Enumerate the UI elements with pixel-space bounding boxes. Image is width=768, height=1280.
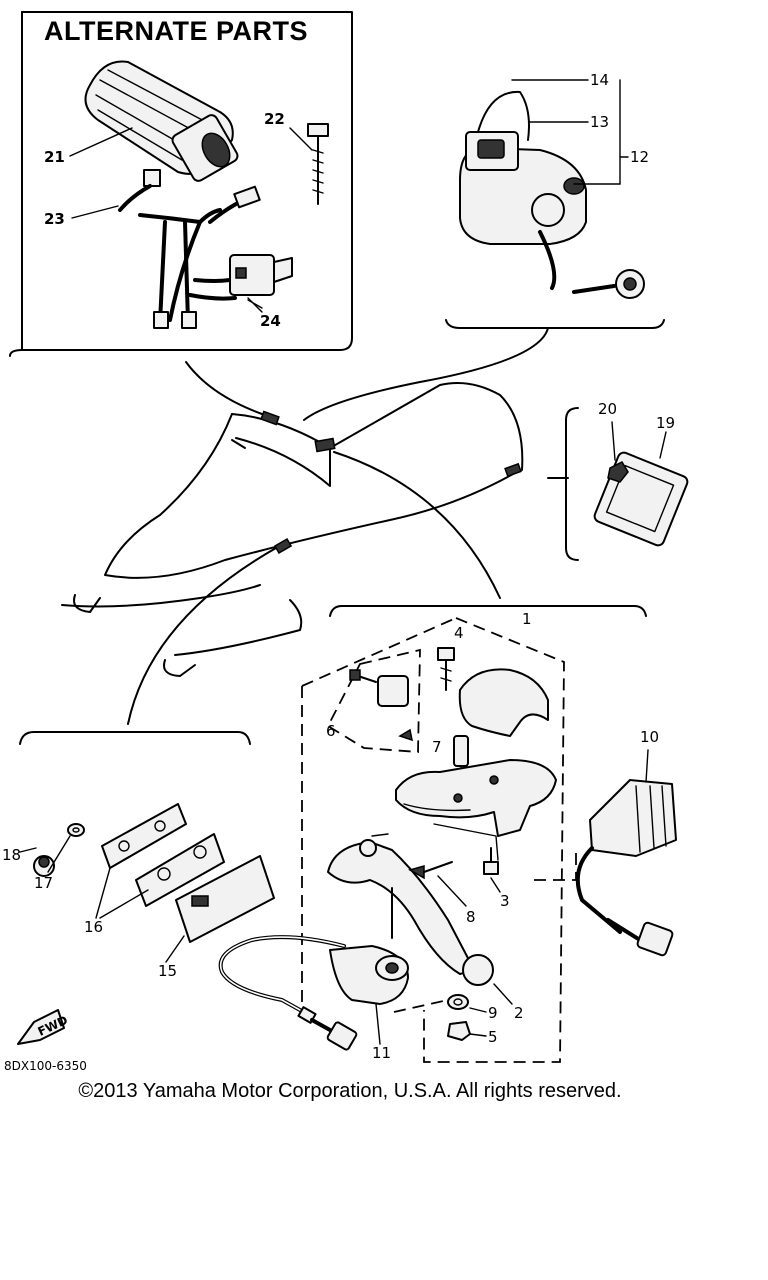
callout-6: 6 <box>326 722 336 740</box>
callout-4: 4 <box>454 624 464 642</box>
reflector-group-19-20: 20 19 <box>565 400 689 561</box>
callout-5: 5 <box>488 1028 498 1046</box>
throttle-assembly-part-12 <box>445 90 665 329</box>
callout-11: 11 <box>372 1044 391 1062</box>
snowmobile-hood <box>61 382 524 677</box>
forward-arrow-icon: FWD <box>17 1009 70 1045</box>
copyright-notice: ©2013 Yamaha Motor Corporation, U.S.A. A… <box>78 1080 622 1102</box>
leader-lines <box>127 327 569 725</box>
switch-part-6: 6 <box>326 669 413 742</box>
wire-harness-part-23 <box>118 169 261 329</box>
callout-18: 18 <box>2 846 21 864</box>
module-part-10: 10 <box>534 728 677 957</box>
alternate-parts-box: ALTERNATE PARTS <box>9 11 353 357</box>
grip-part-21 <box>84 60 239 182</box>
callout-19: 19 <box>656 414 675 432</box>
throttle-switch-part-11: 11 <box>218 887 409 1062</box>
callout-10: 10 <box>640 728 659 746</box>
callout-20: 20 <box>598 400 617 418</box>
callout-23: 23 <box>44 210 65 228</box>
callout-16: 16 <box>84 918 103 936</box>
switch-part-24 <box>229 254 293 309</box>
callout-8: 8 <box>466 908 476 926</box>
bolt-part-4: 4 <box>437 624 464 691</box>
washer-nut-parts-9-5: 9 5 <box>393 994 498 1046</box>
lever-part-2: 2 <box>327 839 524 1022</box>
callout-24: 24 <box>260 312 281 330</box>
rear-reflector-group-15-18: 18 17 16 15 <box>2 731 275 980</box>
callout-7: 7 <box>432 738 442 756</box>
callout-22: 22 <box>264 110 285 128</box>
alternate-parts-title: ALTERNATE PARTS <box>44 16 308 46</box>
callout-1: 1 <box>522 610 532 628</box>
callout-bracket-12-14: 14 13 12 <box>511 71 649 185</box>
diagram-code: 8DX100-6350 <box>4 1059 87 1073</box>
callout-12: 12 <box>630 148 649 166</box>
callout-3: 3 <box>500 892 510 910</box>
callout-9: 9 <box>488 1004 498 1022</box>
callout-15: 15 <box>158 962 177 980</box>
brake-lever-assembly-part-1: 1 <box>301 605 647 1063</box>
callout-17: 17 <box>34 874 53 892</box>
screw-part-8: 8 <box>408 861 476 926</box>
lever-bracket <box>371 759 557 861</box>
bolt-part-3: 3 <box>483 847 510 910</box>
housing-cover <box>458 668 549 737</box>
bolt-part-22 <box>307 123 329 205</box>
callout-14: 14 <box>590 71 609 89</box>
callout-2: 2 <box>514 1004 524 1022</box>
callout-13: 13 <box>590 113 609 131</box>
callout-21: 21 <box>44 148 65 166</box>
alternate-callouts: 21 22 23 24 <box>44 110 313 330</box>
